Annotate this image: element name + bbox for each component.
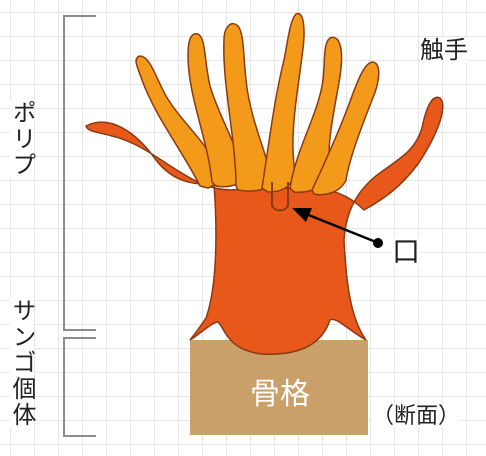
- tentacle: [261, 12, 305, 193]
- mouth-label: 口: [392, 235, 421, 268]
- mouth-pointer-dot: [373, 238, 383, 248]
- polyp-body: [85, 96, 444, 355]
- skeleton-label: 骨格: [250, 377, 310, 412]
- colony-bracket: [63, 337, 96, 437]
- mouth-pointer-line: [305, 212, 377, 244]
- skeleton-block: [190, 340, 368, 435]
- polyp-label: ポリプ: [8, 100, 36, 178]
- tentacle-label: 触手: [420, 36, 468, 64]
- cross-section-label: （断面）: [372, 404, 461, 429]
- polyp-bracket: [63, 15, 96, 331]
- mouth-slit: [271, 182, 289, 212]
- coral-colony-label: サンゴ個体: [8, 298, 36, 428]
- tentacle-crown: [135, 12, 380, 196]
- mouth-pointer-arrowhead: [292, 208, 312, 222]
- tentacle: [311, 61, 380, 196]
